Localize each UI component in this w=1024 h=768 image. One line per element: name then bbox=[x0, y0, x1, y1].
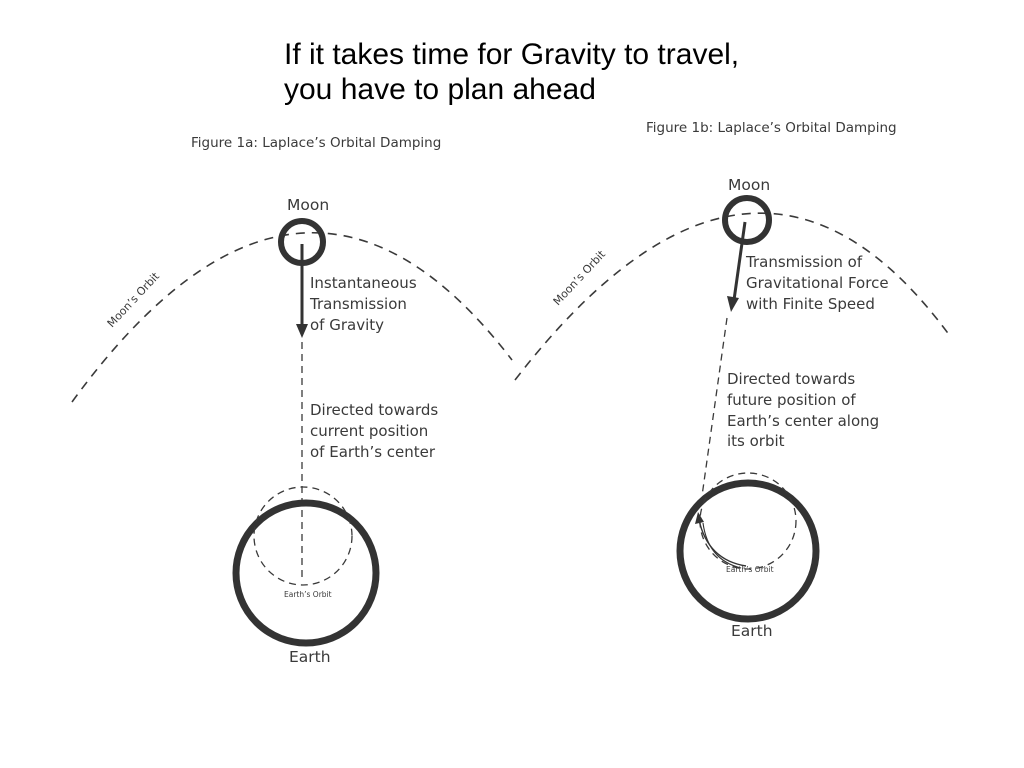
earth-circle bbox=[676, 479, 820, 623]
direction-label-line-2: future position of bbox=[727, 391, 856, 409]
earth-circle bbox=[232, 499, 380, 647]
earth-orbit-circle bbox=[253, 486, 353, 586]
moon-orbit-label: Moon’s Orbit bbox=[551, 247, 609, 308]
direction-label-line-3: Earth’s center along bbox=[727, 412, 879, 430]
direction-label-line-2: current position bbox=[310, 422, 428, 440]
moon-label: Moon bbox=[287, 196, 329, 214]
transmission-label-line-1: Instantaneous bbox=[310, 274, 417, 292]
moon-orbit-arc bbox=[514, 212, 951, 381]
earth-motion-arrow bbox=[698, 519, 747, 567]
direction-label-line-3: of Earth’s center bbox=[310, 443, 436, 461]
figure-1b-caption: Figure 1b: Laplace’s Orbital Damping bbox=[646, 120, 897, 136]
transmission-label-line-3: of Gravity bbox=[310, 316, 384, 334]
moon-circle bbox=[722, 195, 772, 245]
gravity-arrowhead bbox=[296, 324, 308, 338]
title-line-2: you have to plan ahead bbox=[284, 73, 596, 106]
earth-label: Earth bbox=[731, 622, 773, 640]
transmission-label-line-2: Transmission bbox=[309, 295, 407, 313]
transmission-label-line-3: with Finite Speed bbox=[746, 295, 875, 313]
moon-orbit-label: Moon’s Orbit bbox=[105, 269, 163, 330]
figure-1b: Figure 1b: Laplace’s Orbital Damping Moo… bbox=[514, 120, 951, 640]
figure-1a-caption: Figure 1a: Laplace’s Orbital Damping bbox=[191, 135, 441, 151]
slide-title: If it takes time for Gravity to travel, … bbox=[284, 37, 739, 107]
earth-orbit-label: Earth’s Orbit bbox=[726, 565, 774, 574]
transmission-label-line-2: Gravitational Force bbox=[746, 274, 889, 292]
moon-orbit-arc bbox=[71, 231, 513, 403]
earth-orbit-label: Earth’s Orbit bbox=[284, 590, 332, 599]
direction-label-line-4: its orbit bbox=[727, 432, 785, 450]
figure-1a: Figure 1a: Laplace’s Orbital Damping Moo… bbox=[71, 135, 513, 666]
gravity-arrowhead bbox=[727, 296, 739, 312]
direction-label-line-1: Directed towards bbox=[310, 401, 438, 419]
transmission-label-line-1: Transmission of bbox=[745, 253, 863, 271]
earth-motion-arrow-inner bbox=[702, 522, 742, 569]
earth-label: Earth bbox=[289, 648, 331, 666]
direction-line bbox=[701, 317, 728, 497]
earth-orbit-circle bbox=[699, 472, 797, 570]
direction-label-line-1: Directed towards bbox=[727, 370, 855, 388]
title-line-1: If it takes time for Gravity to travel, bbox=[284, 38, 740, 71]
earth-motion-arrowhead bbox=[695, 512, 704, 524]
moon-label: Moon bbox=[728, 176, 770, 194]
gravity-arrow bbox=[732, 221, 747, 301]
